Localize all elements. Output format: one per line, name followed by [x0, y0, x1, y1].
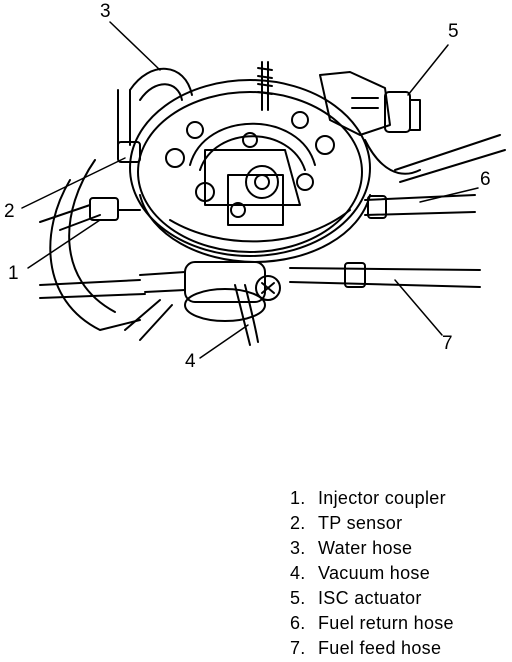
legend-number: 2. — [290, 513, 306, 533]
legend-label: Fuel return hose — [318, 613, 454, 633]
fuel-feed-hose-shape — [139, 262, 481, 293]
legend-number: 7. — [290, 638, 306, 658]
legend-number: 1. — [290, 488, 306, 508]
legend-label: Fuel feed hose — [318, 638, 442, 658]
legend-number: 6. — [290, 613, 306, 633]
leader-2 — [21, 157, 126, 209]
legend-item: 7. Fuel feed hose — [290, 636, 454, 661]
leader-1 — [27, 219, 101, 269]
callout-7: 7 — [442, 333, 453, 354]
legend-item: 3. Water hose — [290, 536, 454, 561]
left-hoses — [39, 89, 173, 341]
callout-3: 3 — [100, 1, 111, 22]
legend-number: 3. — [290, 538, 306, 558]
legend-label: Vacuum hose — [318, 563, 431, 583]
callout-1: 1 — [8, 263, 19, 284]
legend-number: 4. — [290, 563, 306, 583]
legend-number: 5. — [290, 588, 306, 608]
throttle-body-illustration — [21, 21, 506, 359]
callout-5: 5 — [448, 21, 459, 42]
legend-item: 4. Vacuum hose — [290, 561, 454, 586]
isc-actuator-shape — [319, 71, 421, 175]
leader-3 — [109, 21, 161, 71]
leader-4 — [199, 324, 249, 359]
legend-item: 5. ISC actuator — [290, 586, 454, 611]
fuel-return-hose-shape — [364, 134, 506, 219]
parts-legend: 1. Injector coupler 2. TP sensor 3. Water h… — [290, 486, 454, 661]
legend-label: Water hose — [318, 538, 413, 558]
leader-5 — [407, 44, 449, 96]
legend-item: 1. Injector coupler — [290, 486, 454, 511]
water-hose-shape — [129, 67, 193, 101]
legend-item: 2. TP sensor — [290, 511, 454, 536]
connector-shapes — [89, 141, 141, 221]
legend-label: TP sensor — [318, 513, 403, 533]
legend-item: 6. Fuel return hose — [290, 611, 454, 636]
legend-label: ISC actuator — [318, 588, 422, 608]
vacuum-hose-shape — [234, 284, 259, 346]
leader-6 — [419, 187, 479, 203]
callout-2: 2 — [4, 201, 15, 222]
callout-6: 6 — [480, 169, 491, 190]
throttle-body-housing — [129, 61, 371, 322]
callout-4: 4 — [185, 351, 196, 372]
leader-lines — [21, 21, 479, 359]
leader-7 — [394, 279, 443, 336]
legend-label: Injector coupler — [318, 488, 446, 508]
